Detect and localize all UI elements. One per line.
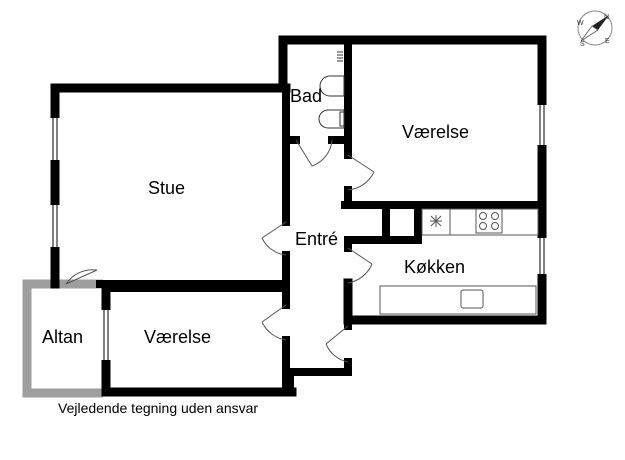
compass-e: E (605, 38, 610, 45)
room-label-altan: Altan (42, 327, 83, 347)
door-vaerelse-top (347, 154, 375, 191)
hallway-door-frame (286, 358, 352, 396)
compass-n: N (604, 14, 609, 21)
door-entrance (325, 325, 349, 363)
compass-icon: N E S W (577, 10, 613, 48)
disclaimer-text: Vejledende tegning uden ansvar (58, 400, 258, 416)
kitchen-counter-bottom (379, 285, 537, 315)
doors (65, 139, 375, 363)
kitchen-counter-top (421, 208, 539, 236)
compass-s: S (580, 41, 585, 48)
room-label-stue: Stue (148, 178, 185, 198)
balcony (22, 279, 103, 398)
toilet-icon (318, 109, 345, 129)
room-label-vaerelse-bottom: Værelse (144, 327, 211, 347)
bath-fixtures (318, 51, 345, 129)
kitchen-fixtures (379, 208, 539, 315)
door-balcony (65, 269, 98, 285)
kitchen-sink-icon (460, 289, 484, 309)
door-bath (295, 139, 333, 167)
sink-icon (319, 75, 345, 97)
door-vaerelse-bottom (261, 304, 287, 341)
room-label-bad: Bad (290, 86, 322, 106)
windows (50, 105, 547, 360)
room-label-entre: Entré (295, 229, 338, 249)
room-label-kokken: Køkken (404, 257, 465, 277)
door-stue (261, 221, 287, 256)
fridge-icon (430, 215, 442, 227)
shower-icon (337, 51, 343, 62)
compass-w: W (577, 20, 584, 27)
stove-icon (475, 208, 503, 234)
room-label-vaerelse-top: Værelse (402, 122, 469, 142)
door-kitchen (347, 247, 373, 284)
